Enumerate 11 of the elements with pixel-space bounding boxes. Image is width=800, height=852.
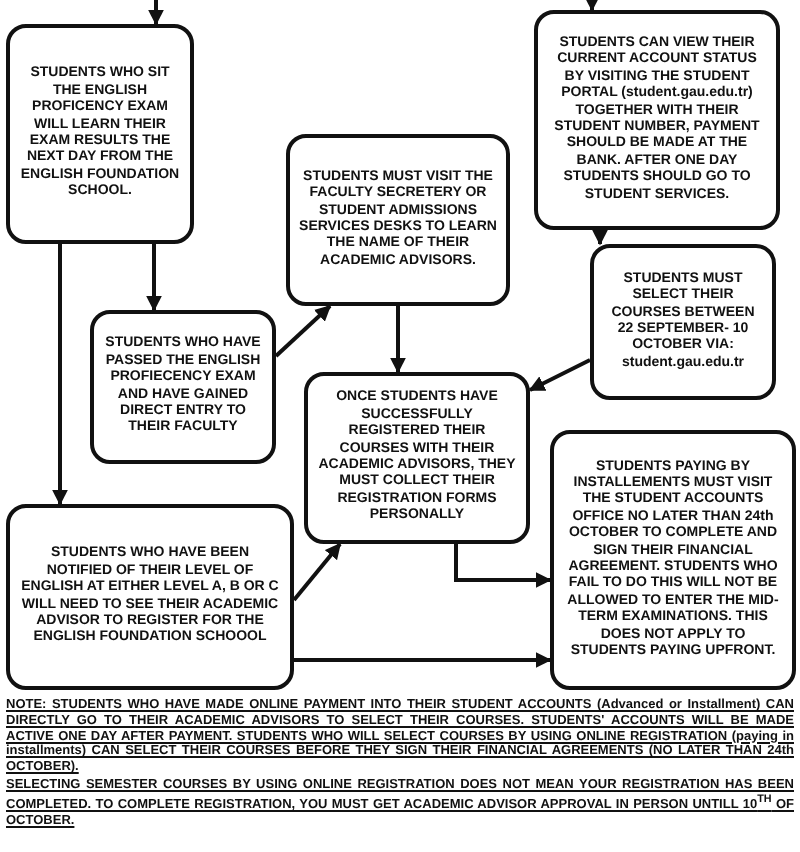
arrow xyxy=(390,306,406,374)
arrow xyxy=(294,652,552,668)
arrow xyxy=(146,244,162,312)
arrow xyxy=(274,304,332,358)
arrow xyxy=(454,544,552,588)
arrow xyxy=(148,0,164,26)
arrow xyxy=(528,358,591,392)
arrow xyxy=(52,244,68,506)
arrow xyxy=(584,0,600,12)
arrow xyxy=(292,542,342,602)
arrow xyxy=(592,229,608,246)
